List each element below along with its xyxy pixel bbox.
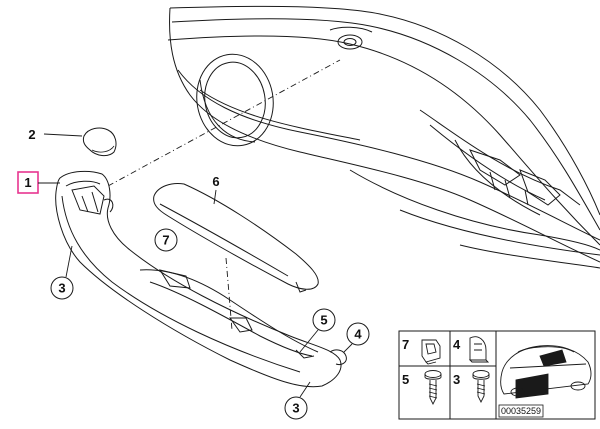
- legend-item-3: 3: [453, 370, 490, 404]
- svg-text:3: 3: [453, 372, 460, 387]
- svg-text:00035259: 00035259: [501, 406, 541, 416]
- svg-text:3: 3: [58, 281, 65, 296]
- callout-4[interactable]: 4: [346, 322, 370, 346]
- callout-3-left[interactable]: 3: [50, 276, 74, 300]
- part-armrest-handle: [55, 170, 347, 388]
- callout-2[interactable]: 2: [28, 127, 35, 142]
- clip-icon: [421, 339, 441, 365]
- reference-id: 00035259: [498, 404, 544, 418]
- svg-text:1: 1: [24, 175, 31, 190]
- legend-item-4: 4: [453, 336, 490, 363]
- leader-line-handle: [107, 59, 341, 187]
- svg-text:4: 4: [354, 327, 362, 342]
- screw-icon: [424, 370, 442, 406]
- door-panel-drawing: [167, 5, 600, 269]
- callout-6[interactable]: 6: [212, 174, 219, 189]
- part-armrest-pad: [153, 183, 319, 293]
- legend-item-7: 7: [402, 337, 441, 365]
- svg-text:5: 5: [320, 313, 327, 328]
- cap-nut-icon: [468, 336, 490, 363]
- callout-5[interactable]: 5: [312, 308, 336, 332]
- screw-icon: [472, 370, 490, 404]
- part-cap: [82, 127, 117, 157]
- svg-text:4: 4: [453, 337, 461, 352]
- callout-3-bottom[interactable]: 3: [284, 396, 308, 420]
- svg-text:2: 2: [28, 127, 35, 142]
- callout-7[interactable]: 7: [154, 228, 178, 252]
- svg-text:6: 6: [212, 174, 219, 189]
- car-location-icon: [500, 345, 592, 399]
- callout-1[interactable]: 1: [17, 171, 39, 194]
- legend-item-5: 5: [402, 370, 442, 406]
- svg-text:3: 3: [292, 401, 299, 416]
- svg-text:7: 7: [162, 233, 169, 248]
- fastener-legend: 7 4 5: [398, 330, 596, 420]
- svg-text:7: 7: [402, 337, 409, 352]
- svg-text:5: 5: [402, 372, 409, 387]
